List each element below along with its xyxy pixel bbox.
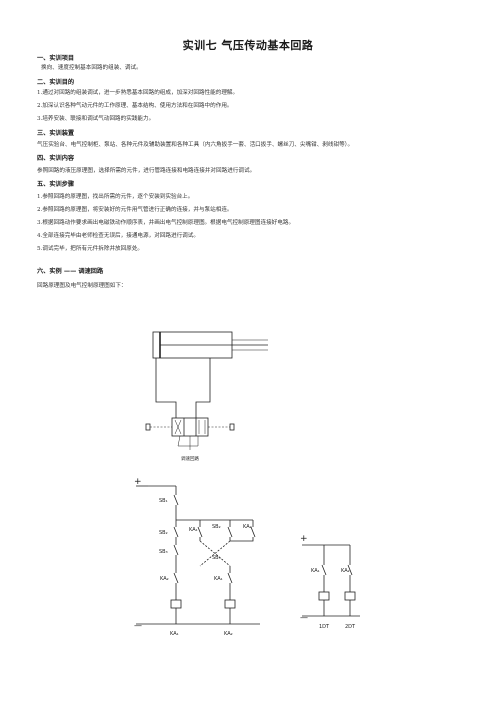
section-text-purpose-2: 2.加深认识各种气动元件的工作原理、基本结构、使用方法和在回路中的作用。 bbox=[37, 103, 233, 109]
coil-ka2 bbox=[224, 599, 236, 609]
label-sb2-left: SB₂ bbox=[159, 530, 168, 536]
ka1-interlock-contact bbox=[227, 572, 233, 584]
right-minus-sign: — bbox=[300, 613, 308, 622]
valve-arrow-2 bbox=[174, 419, 182, 435]
cross-link-2 bbox=[199, 540, 231, 567]
solenoid-box-right bbox=[229, 423, 235, 431]
right-plus-sign: + bbox=[300, 534, 308, 544]
label-coil-ka2: KA₂ bbox=[224, 631, 233, 637]
relay-control-circuit bbox=[136, 485, 260, 625]
directional-valve bbox=[171, 417, 209, 437]
r2-ka2-contact bbox=[347, 564, 353, 576]
label-sb2-top: SB₂ bbox=[212, 524, 221, 530]
label-r-ka2: KA₂ bbox=[341, 568, 350, 574]
coil-1dt bbox=[318, 591, 330, 601]
section-text-purpose-1: 1.通过对回路的组装调试，进一步熟悉基本回路的组成，加深对回路性能的理解。 bbox=[37, 90, 239, 96]
section-text-step-4: 4.全部连接完毕由老师检查无误后，接通电源，对回路进行调试。 bbox=[37, 233, 199, 239]
left-plus-sign: + bbox=[134, 477, 142, 487]
sb2-left-contact bbox=[173, 526, 179, 538]
sb3-left-contact bbox=[173, 544, 179, 556]
pipe-left bbox=[155, 358, 177, 418]
ka2-interlock-contact bbox=[173, 572, 179, 584]
ka2-holding-contact bbox=[250, 526, 256, 538]
section-text-step-5: 5.调试完毕，把所有元件拆除并放回原处。 bbox=[37, 246, 144, 252]
section-text-content: 参照回路的液压原理图，选择所需的元件，进行管路连接和电路连接并对回路进行调试。 bbox=[37, 168, 256, 174]
section-heading-content: 四、实训内容 bbox=[37, 155, 75, 162]
label-sb3-mid: SB₃ bbox=[212, 555, 221, 561]
left-minus-sign: — bbox=[134, 621, 142, 630]
section-text-step-2: 2.参照回路的原理图，将安装好的元件用气管进行正确的连接，并与泵站相连。 bbox=[37, 207, 233, 213]
section-heading-example: 六、实例 —— 调速回路 bbox=[37, 268, 104, 275]
label-coil-1dt: 1DT bbox=[319, 624, 330, 630]
solenoid-circuit bbox=[302, 544, 360, 617]
label-sb1: SB₁ bbox=[159, 498, 168, 504]
label-coil-ka1: KA₁ bbox=[170, 631, 179, 637]
section-text-example: 回路原理图及电气控制原理图如下： bbox=[37, 283, 127, 289]
cross-link-1 bbox=[199, 540, 231, 567]
section-heading-equipment: 三、实训装置 bbox=[37, 130, 75, 137]
exhaust-lines bbox=[177, 435, 199, 447]
r1-ka1-contact bbox=[321, 564, 327, 576]
label-ka2-left: KA₂ bbox=[160, 576, 169, 582]
pipe-right bbox=[195, 358, 211, 418]
label-sb3-left: SB₃ bbox=[159, 549, 168, 555]
section-text-project: 换向、速度控制基本回路的组装、调试。 bbox=[41, 65, 142, 71]
section-text-step-3: 3.根据回路动作要求画出电磁铁动作顺序表，并画出电气控制原理图。根据电气控制原理… bbox=[37, 220, 295, 226]
section-text-equipment: 气压实验台、电气控制柜、泵站、各种元件及辅助装置和各种工具（内六角扳手一套、活口… bbox=[37, 142, 354, 148]
section-heading-steps: 五、实训步骤 bbox=[37, 181, 75, 188]
label-ka1-top: KA₁ bbox=[189, 527, 198, 533]
page-title: 实训七 气压传动基本回路 bbox=[182, 39, 314, 52]
sb1-contact bbox=[173, 494, 179, 506]
pneumatic-circuit-diagram bbox=[145, 331, 268, 450]
section-text-purpose-3: 3.培养安装、联接和调试气动回路的实践能力。 bbox=[37, 116, 155, 122]
section-heading-purpose: 二、实训目的 bbox=[37, 79, 75, 86]
coil-ka1 bbox=[170, 599, 182, 609]
label-ka2-top: KA₂ bbox=[243, 524, 252, 530]
pneumatic-caption: 调速回路 bbox=[181, 455, 199, 462]
sb2-top-contact bbox=[227, 526, 233, 538]
section-text-step-1: 1.参照回路的原理图，找出所需的元件，逐个安装到实验台上。 bbox=[37, 194, 194, 200]
label-coil-2dt: 2DT bbox=[345, 624, 356, 630]
ka2-holding-return bbox=[230, 537, 254, 542]
coil-2dt bbox=[344, 591, 356, 601]
ka1-holding-contact bbox=[197, 526, 203, 538]
label-ka1-right: KA₁ bbox=[214, 576, 223, 582]
section-heading-project: 一、实训项目 bbox=[37, 55, 75, 62]
solenoid-box-left bbox=[145, 423, 151, 431]
label-r-ka1: KA₁ bbox=[311, 568, 320, 574]
